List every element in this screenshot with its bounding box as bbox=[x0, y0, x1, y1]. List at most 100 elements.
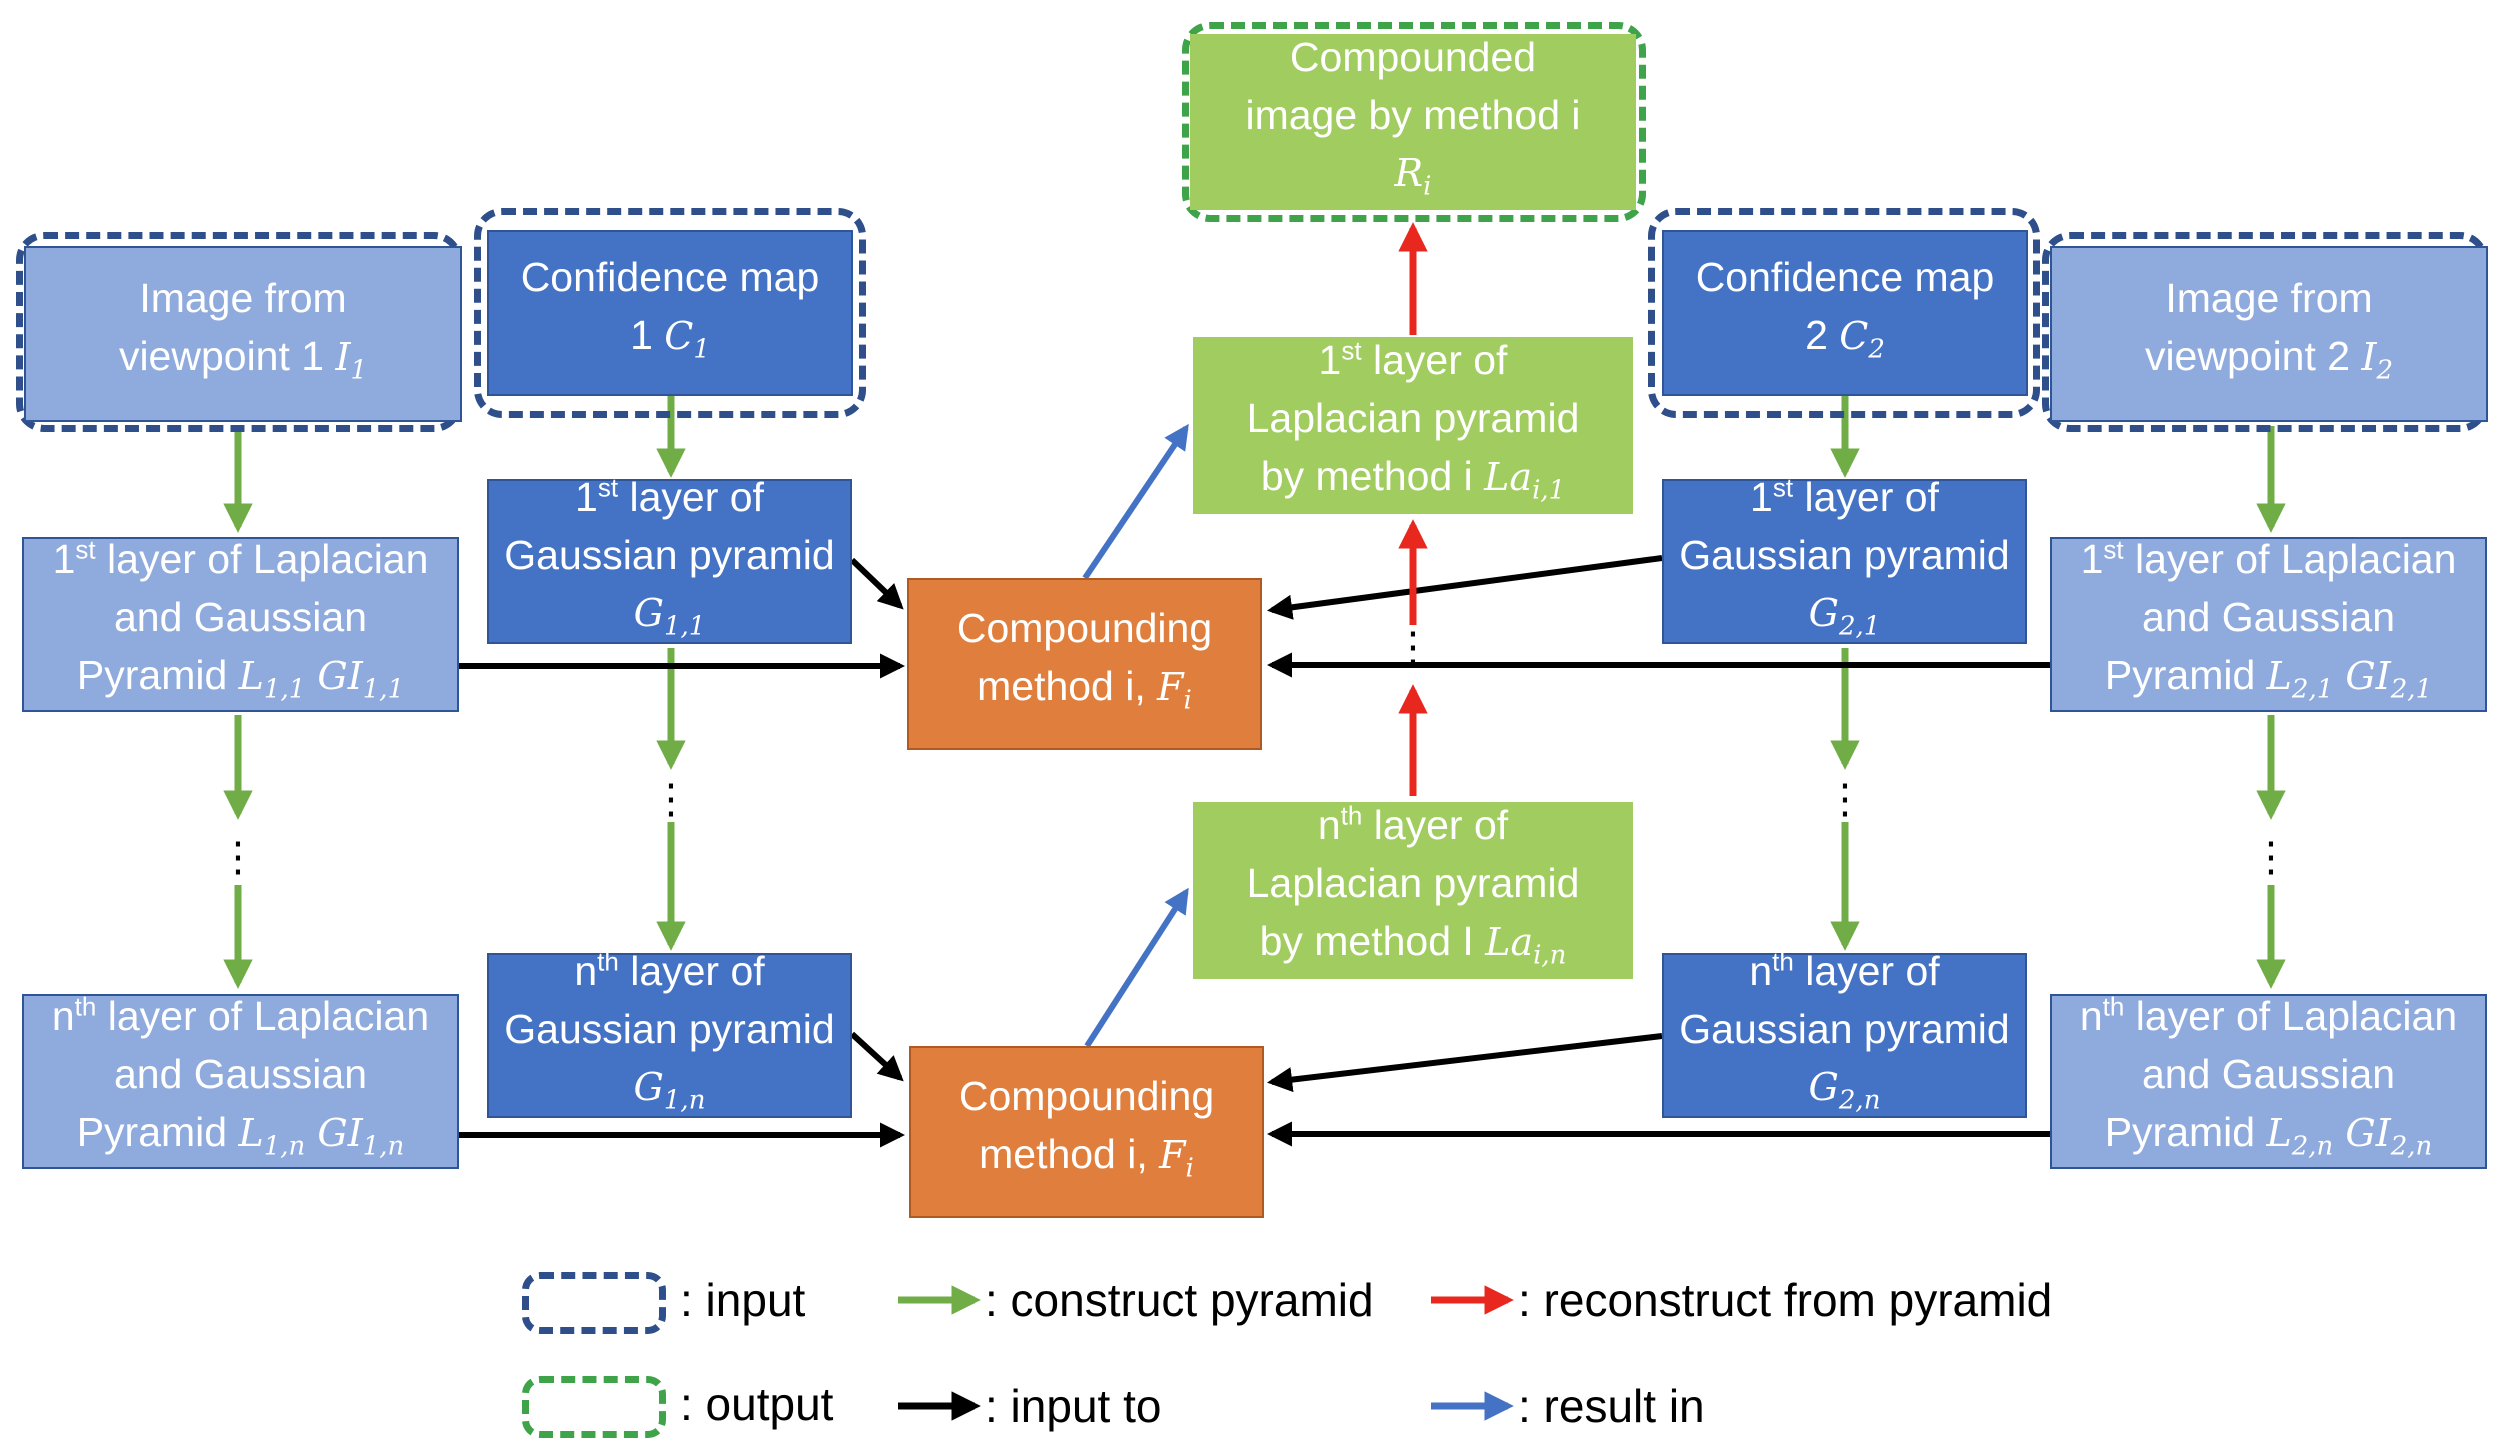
right-gaun-line1: nth layer of bbox=[1749, 942, 1939, 1000]
left-lap1-line1: 1st layer of Laplacian bbox=[53, 530, 429, 588]
comp1-sub: i bbox=[1183, 685, 1192, 716]
left-image-line2: viewpoint 1 bbox=[118, 332, 325, 379]
right-lapn-sub1: 2,n bbox=[2291, 1131, 2334, 1162]
right-lap1-sym1-wrap: L2,1 GI2,1 bbox=[2266, 654, 2432, 705]
left-gau1-sup: st bbox=[597, 472, 619, 503]
la1-line1-rest: layer of bbox=[1361, 337, 1508, 384]
output-line1: Compounded bbox=[1289, 34, 1537, 81]
arrow-blue-comp1-la1 bbox=[1082, 423, 1189, 580]
left-confidence-line1: Confidence map bbox=[520, 253, 820, 300]
compounding-method-box-1: Compounding method i, Fi bbox=[907, 578, 1262, 750]
left-gaussian-layer1-box: 1st layer of Gaussian pyramid G1,1 bbox=[487, 474, 852, 644]
right-lap1-sup: st bbox=[2103, 534, 2124, 565]
left-lapn-sup: th bbox=[74, 991, 97, 1022]
compn-line2-text: method i, bbox=[979, 1130, 1148, 1177]
arrow-black-rgau1-comp1 bbox=[1267, 555, 1663, 620]
ellipsis-right-gaussian: ··· bbox=[1838, 764, 1852, 838]
right-confidence-line1: Confidence map bbox=[1695, 253, 1995, 300]
lan-line2: Laplacian pyramid bbox=[1246, 860, 1580, 907]
left-lap1-line2: and Gaussian bbox=[113, 594, 367, 641]
output-symbol-sub: i bbox=[1423, 171, 1432, 202]
ellipsis-left-gaussian: ··· bbox=[664, 764, 678, 838]
right-gau1-line2: Gaussian pyramid bbox=[1679, 531, 2010, 578]
left-lapn-line3-text: Pyramid bbox=[76, 1109, 228, 1156]
left-lapn-sub1: 1,n bbox=[263, 1131, 306, 1162]
right-gau1-sub: 2,1 bbox=[1839, 611, 1881, 642]
legend-input-swatch bbox=[522, 1272, 666, 1334]
right-lap1-sub1: 2,1 bbox=[2291, 674, 2334, 705]
right-gaun-sub: 2,n bbox=[1838, 1085, 1881, 1116]
right-lapn-line1-rest: layer of Laplacian bbox=[2124, 993, 2458, 1040]
legend-reconstruct-label: : reconstruct from pyramid bbox=[1518, 1274, 2053, 1326]
la1-symbol: La bbox=[1484, 455, 1533, 500]
left-image-symbol-wrap: I1 bbox=[335, 334, 367, 386]
left-lapn-line3: Pyramid L1,n GI1,n bbox=[77, 1103, 405, 1176]
left-lap1-sub2: 1,1 bbox=[362, 674, 405, 705]
la1-sup: st bbox=[1341, 335, 1362, 366]
legend-input-to-label: : input to bbox=[985, 1380, 1162, 1432]
compn-line2: method i, Fi bbox=[979, 1125, 1194, 1198]
left-confidence-symbol-wrap: C1 bbox=[664, 313, 710, 365]
right-image-symbol: I bbox=[2361, 334, 2377, 379]
left-image-symbol: I bbox=[335, 334, 351, 379]
left-confidence-dashed-frame bbox=[474, 208, 866, 418]
comp1-line2-text: method i, bbox=[977, 662, 1146, 709]
right-confidence-symbol: C bbox=[1839, 313, 1869, 358]
left-gau1-symbol: G bbox=[633, 590, 664, 635]
left-confidence-symbol-sub: 1 bbox=[693, 334, 710, 365]
left-gau1-line2: Gaussian pyramid bbox=[504, 531, 835, 578]
right-confidence-symbol-wrap: C2 bbox=[1839, 313, 1885, 365]
left-lapn-sym1-wrap: L1,n GI1,n bbox=[238, 1111, 404, 1162]
right-laplacian-layern-box: nth layer of Laplacian and Gaussian Pyra… bbox=[2050, 993, 2487, 1169]
left-lap1-line3-text: Pyramid bbox=[76, 652, 228, 699]
left-gau1-prefix: 1 bbox=[575, 473, 598, 520]
left-image-line2-wrap: viewpoint 1 I1 bbox=[119, 327, 367, 400]
left-lapn-sub2: 1,n bbox=[362, 1131, 405, 1162]
output-dashed-frame bbox=[1182, 22, 1646, 222]
la1-line1: 1st layer of bbox=[1319, 331, 1508, 389]
left-confidence-line2-wrap: 1 C1 bbox=[630, 306, 710, 379]
right-image-line2-wrap: viewpoint 2 I2 bbox=[2145, 327, 2393, 400]
compn-sub: i bbox=[1185, 1153, 1194, 1184]
ellipsis-left-laplacian: ··· bbox=[231, 822, 245, 896]
left-gau1-symbol-wrap: G1,1 bbox=[634, 584, 706, 656]
output-line2: image by method i bbox=[1245, 92, 1581, 139]
output-symbol: R bbox=[1394, 151, 1424, 196]
right-confidence-dashed-frame bbox=[1648, 208, 2040, 418]
left-confidence-box: Confidence map 1 C1 bbox=[487, 230, 853, 396]
left-lap1-sub1: 1,1 bbox=[263, 674, 306, 705]
right-gau1-prefix: 1 bbox=[1750, 473, 1773, 520]
legend-input-label: : input bbox=[680, 1274, 806, 1326]
ellipsis-right-laplacian: ··· bbox=[2264, 822, 2278, 896]
legend-result-in-label: : result in bbox=[1518, 1380, 1705, 1432]
compounding-method-box-n: Compounding method i, Fi bbox=[909, 1046, 1264, 1218]
right-lap1-sym2: GI bbox=[2345, 654, 2391, 699]
arrow-blue-compn-lan bbox=[1084, 887, 1189, 1048]
right-lap1-sym1: L bbox=[2266, 654, 2292, 699]
left-confidence-line2: 1 bbox=[630, 311, 653, 358]
lan-symbol-wrap: Lai,n bbox=[1485, 920, 1566, 971]
right-lap1-line1: 1st layer of Laplacian bbox=[2081, 530, 2457, 588]
left-confidence-symbol: C bbox=[664, 313, 694, 358]
left-lap1-prefix: 1 bbox=[52, 536, 76, 583]
legend-output-label: : output bbox=[680, 1378, 834, 1430]
arrow-black-gaun-comp1 bbox=[849, 1031, 904, 1082]
left-lap1-line1-rest: layer of Laplacian bbox=[95, 536, 429, 583]
left-gaun-line1: nth layer of bbox=[574, 942, 764, 1000]
lan-line3-text: by method I bbox=[1259, 918, 1474, 965]
compn-line1: Compounding bbox=[958, 1072, 1215, 1119]
right-confidence-symbol-sub: 2 bbox=[1868, 334, 1885, 365]
right-laplacian-layer1-box: 1st layer of Laplacian and Gaussian Pyra… bbox=[2050, 536, 2487, 712]
right-gaussian-layern-box: nth layer of Gaussian pyramid G2,n bbox=[1662, 948, 2027, 1118]
right-gaun-prefix: n bbox=[1749, 947, 1773, 994]
comp1-line2: method i, Fi bbox=[977, 657, 1192, 730]
output-symbol-wrap: Ri bbox=[1395, 144, 1432, 216]
right-gaun-symbol: G bbox=[1808, 1064, 1839, 1109]
compn-symbol: F bbox=[1159, 1132, 1186, 1177]
right-lap1-line3-text: Pyramid bbox=[2104, 652, 2256, 699]
left-lapn-prefix: n bbox=[51, 993, 75, 1040]
right-confidence-box: Confidence map 2 C2 bbox=[1662, 230, 2028, 396]
right-lap1-line3: Pyramid L2,1 GI2,1 bbox=[2105, 646, 2432, 719]
right-gaun-sup: th bbox=[1772, 946, 1794, 977]
right-lapn-line1: nth layer of Laplacian bbox=[2080, 987, 2457, 1045]
